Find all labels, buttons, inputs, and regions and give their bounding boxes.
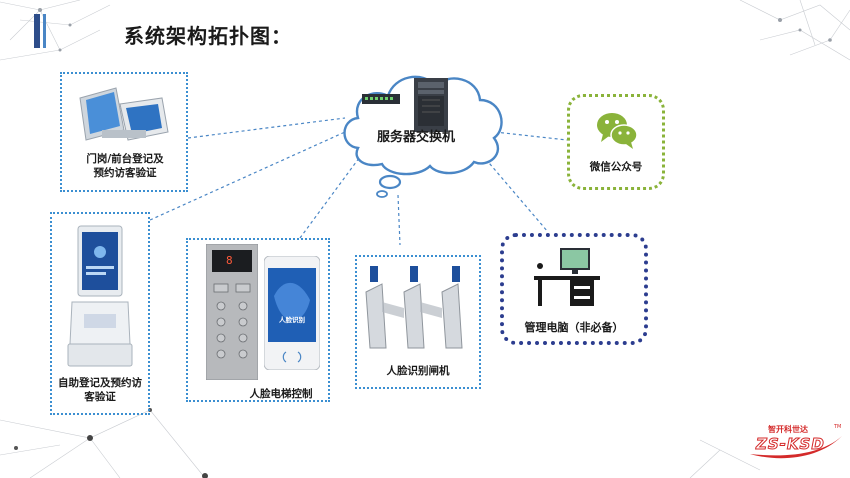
wechat-box	[567, 94, 665, 190]
elevator-label: 人脸电梯控制	[249, 388, 313, 400]
logo-top-text: 智开科世达	[768, 425, 808, 434]
reception-label: 门岗/前台登记及 预约访客验证	[86, 153, 164, 179]
registration-kiosk-icon	[79, 87, 169, 141]
gate-label: 人脸识别闸机	[386, 365, 450, 377]
elevator-floor-display: 8	[226, 254, 233, 267]
pc-label: 管理电脑（非必备）	[524, 321, 624, 334]
wechat-icon	[597, 113, 638, 149]
reception-box	[60, 72, 188, 192]
self-service-box	[50, 212, 150, 415]
self-service-label: 自助登记及预约访 客验证	[58, 377, 142, 403]
elevator-box	[186, 238, 330, 402]
gate-box	[355, 255, 481, 389]
title-accent-bar	[34, 14, 46, 48]
wechat-label: 微信公众号	[589, 161, 643, 173]
face-terminal-icon	[264, 256, 320, 370]
server-cloud	[343, 75, 503, 198]
server-tower-icon	[414, 78, 448, 132]
pc-box	[500, 233, 648, 345]
logo-trademark: TM	[834, 424, 842, 430]
logo-swoosh-icon	[750, 436, 842, 459]
server-label: 服务器交换机	[376, 130, 455, 145]
nfc-icon	[282, 351, 302, 363]
page-title: 系统架构拓扑图：	[124, 24, 292, 48]
computer-desk-icon	[534, 248, 600, 306]
terminal-brand-text: 人脸识别	[279, 316, 305, 324]
logo-main-text: ZS-KSD	[756, 435, 825, 454]
network-switch-icon	[362, 94, 400, 104]
self-service-kiosk-icon	[67, 225, 133, 367]
turnstile-gates-icon	[365, 266, 463, 349]
company-logo: 智开科世达 TM ZS-KSD	[748, 424, 848, 468]
elevator-panel-icon	[206, 244, 258, 380]
